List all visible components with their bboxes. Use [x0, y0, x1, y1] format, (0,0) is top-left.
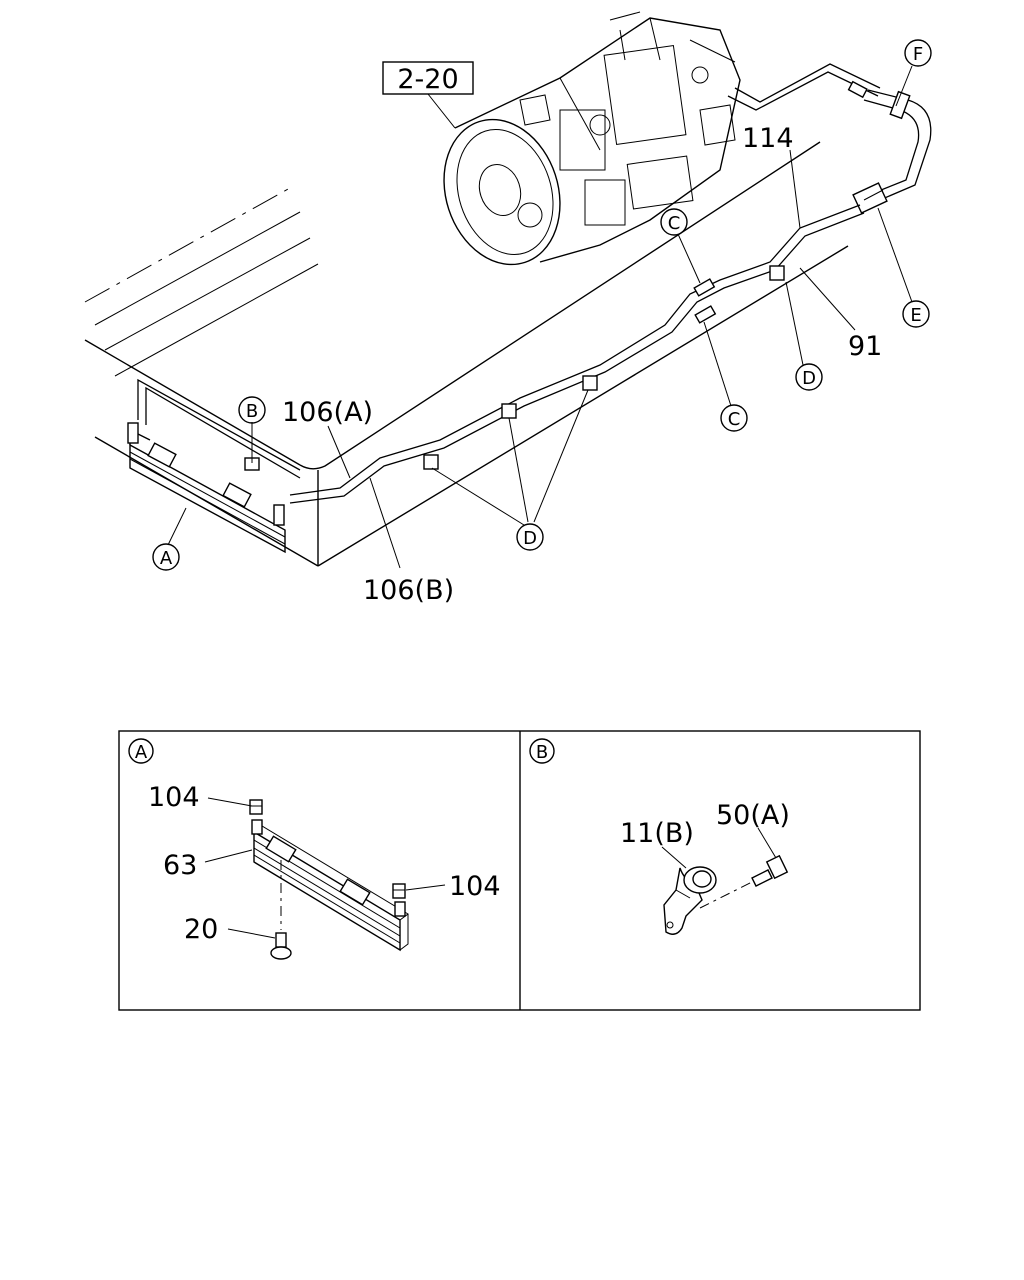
label-106b: 106(B): [363, 575, 454, 606]
callout-e[interactable]: E: [902, 300, 930, 328]
oil-cooler[interactable]: [127, 422, 286, 554]
connector-c-lower[interactable]: [694, 305, 717, 324]
main-view: 2-20: [84, 11, 932, 606]
detail-panels: [118, 730, 921, 1011]
callout-d-bottom[interactable]: D: [516, 523, 544, 551]
label-114: 114: [742, 123, 794, 154]
hose-f[interactable]: [863, 89, 932, 201]
label-20: 20: [184, 914, 218, 945]
svg-text:B: B: [246, 401, 258, 422]
label-104-right: 104: [449, 871, 501, 902]
callout-a[interactable]: A: [152, 543, 180, 571]
fitting-e[interactable]: [852, 182, 888, 214]
label-104-top: 104: [148, 782, 200, 813]
detail-b: B 11(B) 50(A): [529, 738, 790, 935]
leader-lines: [167, 65, 913, 569]
bolt-50a[interactable]: [699, 854, 789, 909]
svg-text:C: C: [728, 409, 741, 430]
callout-c-top[interactable]: C: [660, 208, 688, 236]
svg-text:E: E: [910, 305, 921, 326]
label-63: 63: [163, 850, 197, 881]
label-50a: 50(A): [716, 800, 790, 831]
bracket-11b[interactable]: [663, 866, 717, 935]
svg-text:D: D: [523, 528, 537, 549]
callout-d-right[interactable]: D: [795, 363, 823, 391]
connector-c-upper[interactable]: [693, 278, 716, 297]
svg-text:D: D: [802, 368, 816, 389]
label-11b: 11(B): [620, 818, 694, 849]
label-106a: 106(A): [282, 397, 373, 428]
reference-box-2-20[interactable]: 2-20: [382, 61, 474, 129]
fitting-104-top[interactable]: [249, 799, 263, 835]
svg-text:A: A: [160, 548, 173, 569]
svg-text:A: A: [135, 742, 148, 763]
frame-rail: [84, 141, 849, 567]
clip-d[interactable]: [244, 265, 785, 471]
label-91: 91: [848, 331, 882, 362]
detail-a-tag[interactable]: A: [128, 738, 154, 764]
callout-b[interactable]: B: [238, 396, 266, 424]
bolt-20[interactable]: [270, 860, 292, 960]
detail-b-tag[interactable]: B: [529, 738, 555, 764]
callout-f[interactable]: F: [904, 39, 932, 67]
svg-text:C: C: [668, 213, 681, 234]
svg-text:B: B: [536, 742, 548, 763]
reference-box-label: 2-20: [397, 64, 458, 95]
pipe-114[interactable]: [727, 63, 881, 111]
svg-text:F: F: [913, 44, 923, 65]
transmission-assembly: [443, 11, 741, 266]
cooler-63[interactable]: [253, 825, 409, 952]
detail-a: A 10: [128, 738, 501, 960]
pipe-91[interactable]: [289, 204, 865, 504]
callout-c-bottom[interactable]: C: [720, 404, 748, 432]
fitting-104-right[interactable]: [392, 883, 406, 917]
